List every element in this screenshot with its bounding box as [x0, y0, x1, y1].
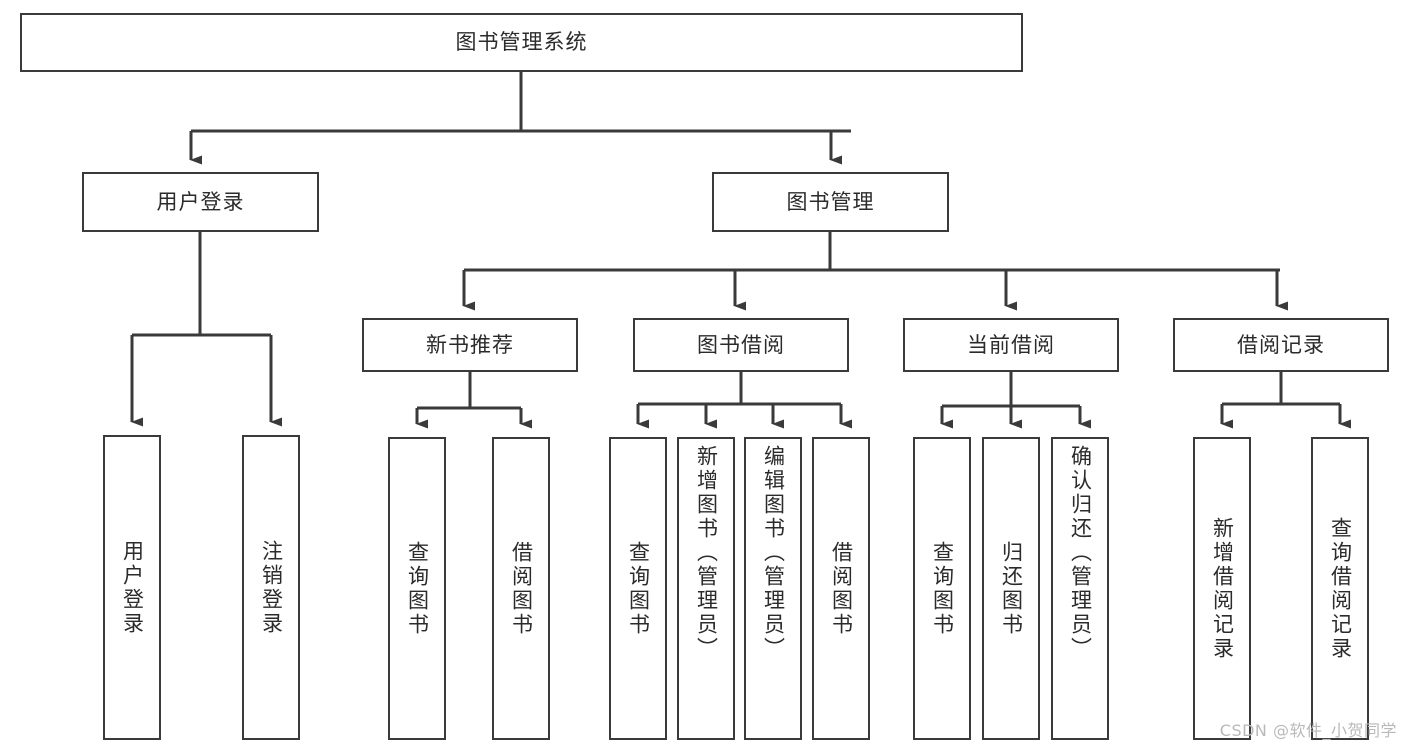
- node-leaf-query-book-3[interactable]: 查询图书: [913, 437, 971, 740]
- node-leaf-return-book-label: 归还图书: [999, 540, 1024, 637]
- node-leaf-edit-book-label: 编辑图书（管理员）: [761, 445, 786, 661]
- node-current-borrow[interactable]: 当前借阅: [903, 318, 1119, 372]
- node-leaf-add-record[interactable]: 新增借阅记录: [1193, 437, 1251, 740]
- node-leaf-query-book-3-label: 查询图书: [930, 540, 955, 637]
- node-leaf-borrow-book-1[interactable]: 借阅图书: [492, 437, 550, 740]
- node-leaf-logout[interactable]: 注销登录: [242, 435, 300, 740]
- node-new-book-rec[interactable]: 新书推荐: [362, 318, 578, 372]
- node-leaf-borrow-book-1-label: 借阅图书: [509, 540, 534, 637]
- node-leaf-confirm-return[interactable]: 确认归还（管理员）: [1051, 437, 1109, 740]
- node-leaf-query-book-1-label: 查询图书: [405, 540, 430, 637]
- node-leaf-query-book-2[interactable]: 查询图书: [609, 437, 667, 740]
- node-leaf-borrow-book-2[interactable]: 借阅图书: [812, 437, 870, 740]
- node-borrow-record-label: 借阅记录: [1237, 332, 1325, 357]
- node-root-system[interactable]: 图书管理系统: [20, 13, 1023, 72]
- node-leaf-add-book[interactable]: 新增图书（管理员）: [677, 437, 735, 740]
- node-user-login-label: 用户登录: [156, 189, 245, 214]
- node-leaf-confirm-return-label: 确认归还（管理员）: [1068, 445, 1093, 661]
- node-borrow-record[interactable]: 借阅记录: [1173, 318, 1389, 372]
- node-current-borrow-label: 当前借阅: [967, 332, 1055, 357]
- node-leaf-user-login[interactable]: 用户登录: [103, 435, 161, 740]
- node-leaf-return-book[interactable]: 归还图书: [982, 437, 1040, 740]
- node-leaf-add-book-label: 新增图书（管理员）: [694, 445, 719, 661]
- node-root-system-label: 图书管理系统: [455, 30, 588, 55]
- node-leaf-query-book-2-label: 查询图书: [626, 540, 651, 637]
- node-leaf-logout-label: 注销登录: [259, 539, 284, 636]
- node-book-borrow-label: 图书借阅: [697, 332, 785, 357]
- node-book-borrow[interactable]: 图书借阅: [633, 318, 849, 372]
- node-book-manage-label: 图书管理: [786, 189, 875, 214]
- node-new-book-rec-label: 新书推荐: [426, 332, 514, 357]
- node-leaf-query-book-1[interactable]: 查询图书: [388, 437, 446, 740]
- node-leaf-borrow-book-2-label: 借阅图书: [829, 540, 854, 637]
- node-leaf-query-record-label: 查询借阅记录: [1328, 516, 1353, 661]
- node-leaf-add-record-label: 新增借阅记录: [1210, 516, 1235, 661]
- node-leaf-edit-book[interactable]: 编辑图书（管理员）: [744, 437, 802, 740]
- node-user-login[interactable]: 用户登录: [82, 172, 319, 232]
- node-leaf-query-record[interactable]: 查询借阅记录: [1311, 437, 1369, 740]
- node-leaf-user-login-label: 用户登录: [120, 539, 145, 636]
- node-book-manage[interactable]: 图书管理: [712, 172, 949, 232]
